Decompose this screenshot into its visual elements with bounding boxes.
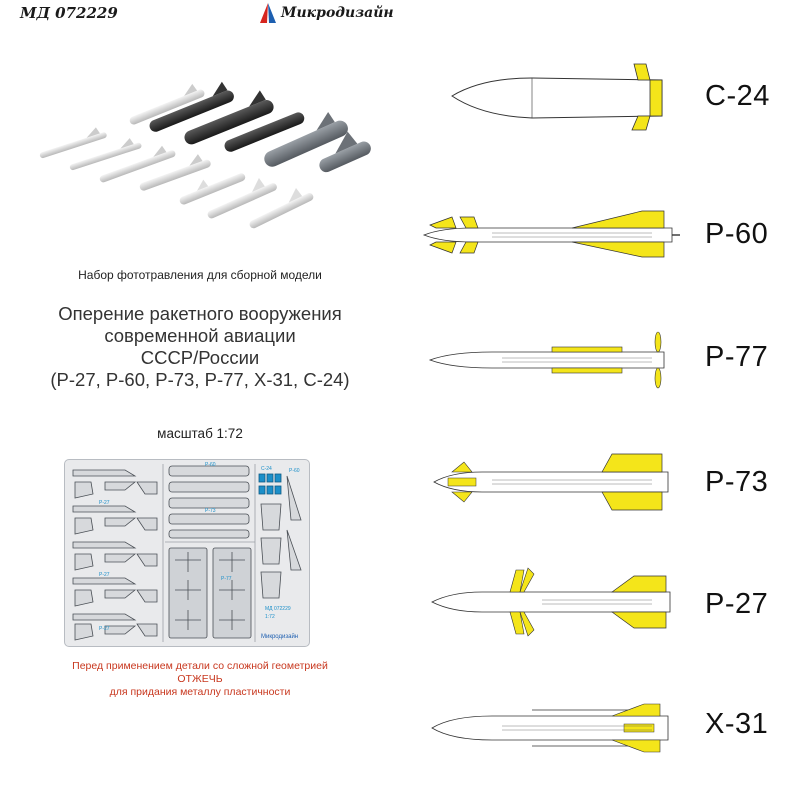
product-code: МД 072229 <box>20 4 118 22</box>
missile-label: Р-77 <box>705 341 769 373</box>
missile-label: Х-31 <box>705 708 769 740</box>
brand-logo: Микродизайн <box>258 2 394 24</box>
photo-missile <box>319 131 371 173</box>
fret-label: С-24 <box>261 466 272 472</box>
fret-label: МД 072229 <box>265 606 291 612</box>
photo-missile <box>129 83 205 125</box>
missile-drawing-r77 <box>428 331 665 389</box>
photo-missile <box>249 187 314 229</box>
photo-missile <box>264 112 348 167</box>
missile-label: Р-73 <box>705 466 769 498</box>
warning-line: Перед применением детали со сложной геом… <box>72 660 328 672</box>
title-line: современной авиации <box>104 325 296 346</box>
photo-missile <box>39 127 107 159</box>
missile-label: С-24 <box>705 80 770 112</box>
warning-line: для придания металлу пластичности <box>109 686 291 698</box>
photo-missile <box>184 90 274 145</box>
fret-label: Р-60 <box>205 462 216 468</box>
warning-line: ОТЖЕЧЬ <box>177 673 223 685</box>
fret-label: Р-27 <box>99 500 110 506</box>
kit-title: Оперение ракетного вооружения современно… <box>0 303 400 391</box>
photo-missile <box>69 138 142 171</box>
fret-label: Р-60 <box>289 468 300 474</box>
brand-name: Микродизайн <box>281 5 394 21</box>
photo-missile <box>224 112 305 152</box>
fret-part-group-s24 <box>258 473 282 495</box>
fret-label: Р-73 <box>205 508 216 514</box>
fret-parts-drawing: Р-27 Р-27 Р-27 Р-60 Р-73 Р-77 С-24 Р-60 … <box>72 462 302 642</box>
title-line: (Р-27, Р-60, Р-73, Р-77, Х-31, С-24) <box>50 369 350 390</box>
fret-label: Р-27 <box>99 572 110 578</box>
missile-drawing-x31 <box>431 703 669 753</box>
photo-etch-fret: Р-27 Р-27 Р-27 Р-60 Р-73 Р-77 С-24 Р-60 … <box>64 459 310 647</box>
photo-missile <box>139 154 211 191</box>
fret-label: Р-77 <box>221 576 232 582</box>
missile-drawing-s24 <box>451 63 663 131</box>
fret-part-group-cross <box>168 547 252 639</box>
photo-missile <box>207 177 277 219</box>
missile-drawing-r73 <box>433 453 669 511</box>
photo-missile <box>149 81 234 132</box>
kit-subtitle: Набор фототравления для сборной модели <box>78 268 322 282</box>
missiles-photo <box>39 81 371 229</box>
title-line: СССР/России <box>140 347 260 368</box>
fret-logo-text: Микродизайн <box>261 633 298 640</box>
photo-missile <box>99 145 176 183</box>
photo-missile <box>179 173 246 205</box>
fret-label: 1:72 <box>265 614 275 620</box>
title-line: Оперение ракетного вооружения <box>58 303 342 324</box>
missile-label: Р-27 <box>705 588 769 620</box>
scale-label: масштаб 1:72 <box>157 426 243 441</box>
fret-part-group-middle <box>168 465 250 539</box>
missile-label: Р-60 <box>705 218 769 250</box>
fret-label: Р-27 <box>99 626 110 632</box>
missile-drawing-r60 <box>422 210 680 258</box>
fret-part-group-right <box>260 475 302 599</box>
missile-drawing-r27 <box>431 567 671 637</box>
fret-part-group-left <box>72 469 158 641</box>
brand-logo-icon <box>260 3 276 23</box>
annealing-warning: Перед применением детали со сложной геом… <box>0 660 400 699</box>
